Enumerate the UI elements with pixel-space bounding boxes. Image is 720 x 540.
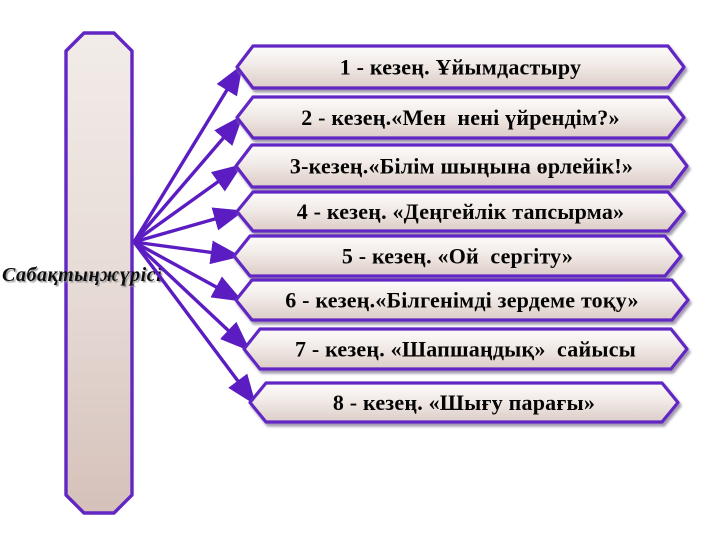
stage-box-5-label: 5 - кезең. «Ой сергіту» bbox=[342, 244, 573, 269]
stage-box-2: 2 - кезең.«Мен нені үйрендім?» bbox=[235, 95, 686, 140]
connector-line-8 bbox=[132, 240, 257, 406]
stage-box-4-shape bbox=[235, 190, 686, 233]
stage-boxes: 1 - кезең. Ұйымдастыру 2 - кезең.«Мен не… bbox=[232, 44, 690, 424]
stage-box-3-label: 3-кезең.«Білім шыңына өрлейік!» bbox=[290, 154, 633, 179]
stage-box-4-label: 4 - кезең. «Деңгейлік тапсырма» bbox=[297, 199, 624, 224]
stage-box-6-shape bbox=[234, 278, 690, 322]
stage-box-5-shape bbox=[232, 234, 683, 278]
stage-box-2-label: 2 - кезең.«Мен нені үйрендім?» bbox=[301, 105, 619, 130]
lesson-flow-pillar bbox=[64, 31, 134, 515]
connector-line-2 bbox=[132, 114, 244, 244]
stage-box-3-shape bbox=[234, 143, 689, 189]
stage-box-2-shape bbox=[235, 95, 686, 140]
lesson-flow-label: Сабақтыңжүрісі bbox=[2, 264, 162, 286]
connector-line-5 bbox=[133, 240, 242, 265]
stage-box-1: 1 - кезең. Ұйымдастыру bbox=[235, 44, 686, 90]
connector-line-6 bbox=[133, 240, 243, 302]
connector-line-4 bbox=[133, 207, 245, 244]
stage-box-7-shape bbox=[242, 327, 689, 371]
stage-box-6-label: 6 - кезең.«Білгенімді зердеме тоқу» bbox=[285, 288, 638, 313]
stage-box-1-shape bbox=[235, 44, 686, 90]
connector-lines bbox=[132, 64, 257, 406]
stage-box-1-label: 1 - кезең. Ұйымдастыру bbox=[340, 55, 581, 80]
stage-box-8-label: 8 - кезең. «Шығу парағы» bbox=[333, 390, 595, 415]
stage-box-8: 8 - кезең. «Шығу парағы» bbox=[248, 381, 680, 424]
stage-box-3: 3-кезең.«Білім шыңына өрлейік!» bbox=[234, 143, 689, 189]
connector-line-3 bbox=[133, 164, 243, 244]
stage-box-5: 5 - кезең. «Ой сергіту» bbox=[232, 234, 683, 278]
stage-box-7: 7 - кезең. «Шапшаңдық» сайысы bbox=[242, 327, 689, 371]
connector-line-7 bbox=[132, 240, 251, 352]
stage-box-4: 4 - кезең. «Деңгейлік тапсырма» bbox=[235, 190, 686, 233]
stage-box-8-shape bbox=[248, 381, 680, 424]
stage-box-6: 6 - кезең.«Білгенімді зердеме тоқу» bbox=[234, 278, 690, 322]
stage-box-7-label: 7 - кезең. «Шапшаңдық» сайысы bbox=[295, 337, 636, 362]
connector-line-1 bbox=[132, 64, 243, 243]
